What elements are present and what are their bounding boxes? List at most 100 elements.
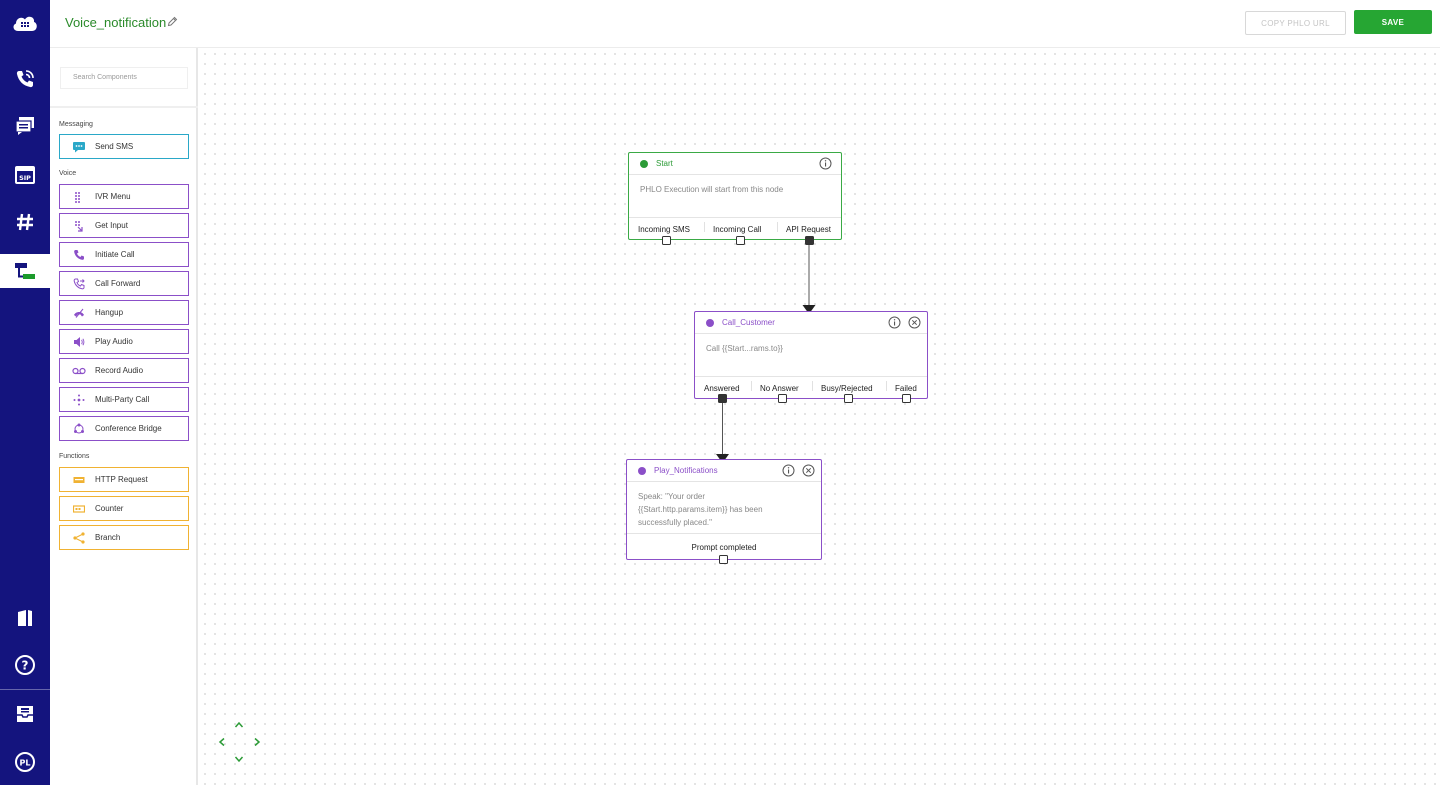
voice-calls-icon[interactable] <box>0 62 50 96</box>
close-icon[interactable] <box>802 464 815 482</box>
section-functions: Functions <box>59 453 90 460</box>
node-play-notifications[interactable]: Play_Notifications Speak: "Your order {{… <box>626 459 822 560</box>
workflow-canvas[interactable] <box>200 49 1440 785</box>
node-header: Call_Customer <box>695 312 927 334</box>
call-forward-icon <box>72 278 86 290</box>
node-name: Start <box>656 159 673 168</box>
description-line: Speak: "Your order <box>638 492 706 501</box>
component-label: Record Audio <box>95 366 144 375</box>
section-messaging: Messaging <box>59 121 93 128</box>
inbox-icon[interactable] <box>0 697 50 731</box>
messaging-icon[interactable] <box>0 109 50 143</box>
pencil-icon[interactable] <box>167 14 178 32</box>
port-api-request[interactable] <box>805 236 814 245</box>
output-failed: Failed <box>895 384 917 393</box>
profile-icon[interactable]: PL <box>0 745 50 779</box>
node-description: Speak: "Your order {{Start.http.params.i… <box>638 490 813 529</box>
pan-up-icon[interactable] <box>232 718 246 732</box>
sip-icon[interactable]: SIP <box>0 158 50 192</box>
phlo-icon[interactable] <box>0 254 50 288</box>
node-outputs: Prompt completed <box>627 533 821 559</box>
save-button[interactable]: SAVE <box>1354 10 1432 34</box>
component-branch[interactable]: Branch <box>59 525 189 550</box>
component-initiate-call[interactable]: Initiate Call <box>59 242 189 267</box>
output-divider <box>704 222 705 232</box>
node-outputs: Answered No Answer Busy/Rejected Failed <box>695 376 927 398</box>
svg-text:?: ? <box>22 659 29 673</box>
component-send-sms[interactable]: Send SMS <box>59 134 189 159</box>
search-components-input[interactable]: Search Components <box>60 67 188 89</box>
pan-left-icon[interactable] <box>215 735 229 749</box>
output-divider <box>886 381 887 391</box>
output-answered: Answered <box>704 384 740 393</box>
counter-icon <box>72 503 86 515</box>
component-record-audio[interactable]: Record Audio <box>59 358 189 383</box>
top-bar: Voice_notification COPY PHLO URL SAVE <box>50 0 1440 48</box>
numbers-icon[interactable] <box>0 205 50 239</box>
section-voice: Voice <box>59 170 77 177</box>
pan-down-icon[interactable] <box>232 752 246 766</box>
help-icon[interactable]: ? <box>0 648 50 682</box>
output-no-answer: No Answer <box>760 384 799 393</box>
port-incoming-sms[interactable] <box>662 236 671 245</box>
info-icon[interactable] <box>888 316 901 334</box>
port-prompt-completed[interactable] <box>719 555 728 564</box>
close-icon[interactable] <box>908 316 921 334</box>
phlo-title[interactable]: Voice_notification <box>65 15 167 30</box>
status-dot <box>706 319 714 327</box>
port-busy-rejected[interactable] <box>844 394 853 403</box>
pan-right-icon[interactable] <box>250 735 264 749</box>
phone-icon <box>72 249 86 261</box>
status-dot <box>638 467 646 475</box>
component-label: Call Forward <box>95 279 141 288</box>
cloud-logo-icon[interactable] <box>0 6 50 40</box>
component-counter[interactable]: Counter <box>59 496 189 521</box>
profile-initials: PL <box>20 759 31 768</box>
node-outputs: Incoming SMS Incoming Call API Request <box>629 217 841 239</box>
branch-icon <box>72 531 86 544</box>
output-busy-rejected: Busy/Rejected <box>821 384 873 393</box>
port-failed[interactable] <box>902 394 911 403</box>
multi-party-icon <box>72 394 86 406</box>
conference-icon <box>72 423 86 435</box>
info-icon[interactable] <box>782 464 795 482</box>
component-multi-party-call[interactable]: Multi-Party Call <box>59 387 189 412</box>
node-description: Call {{Start...rams.to}} <box>706 344 783 353</box>
component-label: Hangup <box>95 308 124 317</box>
docs-icon[interactable] <box>0 601 50 635</box>
node-start[interactable]: Start PHLO Execution will start from thi… <box>628 152 842 240</box>
svg-text:SIP: SIP <box>19 174 31 182</box>
component-call-forward[interactable]: Call Forward <box>59 271 189 296</box>
info-icon[interactable] <box>819 157 832 175</box>
http-request-icon <box>72 474 86 486</box>
component-http-request[interactable]: HTTP Request <box>59 467 189 492</box>
node-call-customer[interactable]: Call_Customer Call {{Start...rams.to}} A… <box>694 311 928 399</box>
status-dot <box>640 160 648 168</box>
copy-phlo-url-button[interactable]: COPY PHLO URL <box>1245 11 1346 35</box>
component-label: Initiate Call <box>95 250 135 259</box>
component-get-input[interactable]: Get Input <box>59 213 189 238</box>
hangup-icon <box>72 307 86 319</box>
output-divider <box>751 381 752 391</box>
port-no-answer[interactable] <box>778 394 787 403</box>
component-hangup[interactable]: Hangup <box>59 300 189 325</box>
node-header: Play_Notifications <box>627 460 821 482</box>
output-api-request: API Request <box>786 225 831 234</box>
component-label: Get Input <box>95 221 128 230</box>
component-label: Conference Bridge <box>95 424 162 433</box>
search-divider <box>50 106 198 108</box>
component-conference-bridge[interactable]: Conference Bridge <box>59 416 189 441</box>
port-incoming-call[interactable] <box>736 236 745 245</box>
speaker-icon <box>72 336 86 348</box>
component-label: Multi-Party Call <box>95 395 150 404</box>
keypad-icon <box>72 191 86 203</box>
output-incoming-call: Incoming Call <box>713 225 762 234</box>
description-line: {{Start.http.params.item}} has been <box>638 505 763 514</box>
component-ivr-menu[interactable]: IVR Menu <box>59 184 189 209</box>
component-play-audio[interactable]: Play Audio <box>59 329 189 354</box>
node-description: PHLO Execution will start from this node <box>640 185 784 194</box>
port-answered[interactable] <box>718 394 727 403</box>
description-line: successfully placed." <box>638 518 712 527</box>
output-divider <box>777 222 778 232</box>
component-label: IVR Menu <box>95 192 131 201</box>
